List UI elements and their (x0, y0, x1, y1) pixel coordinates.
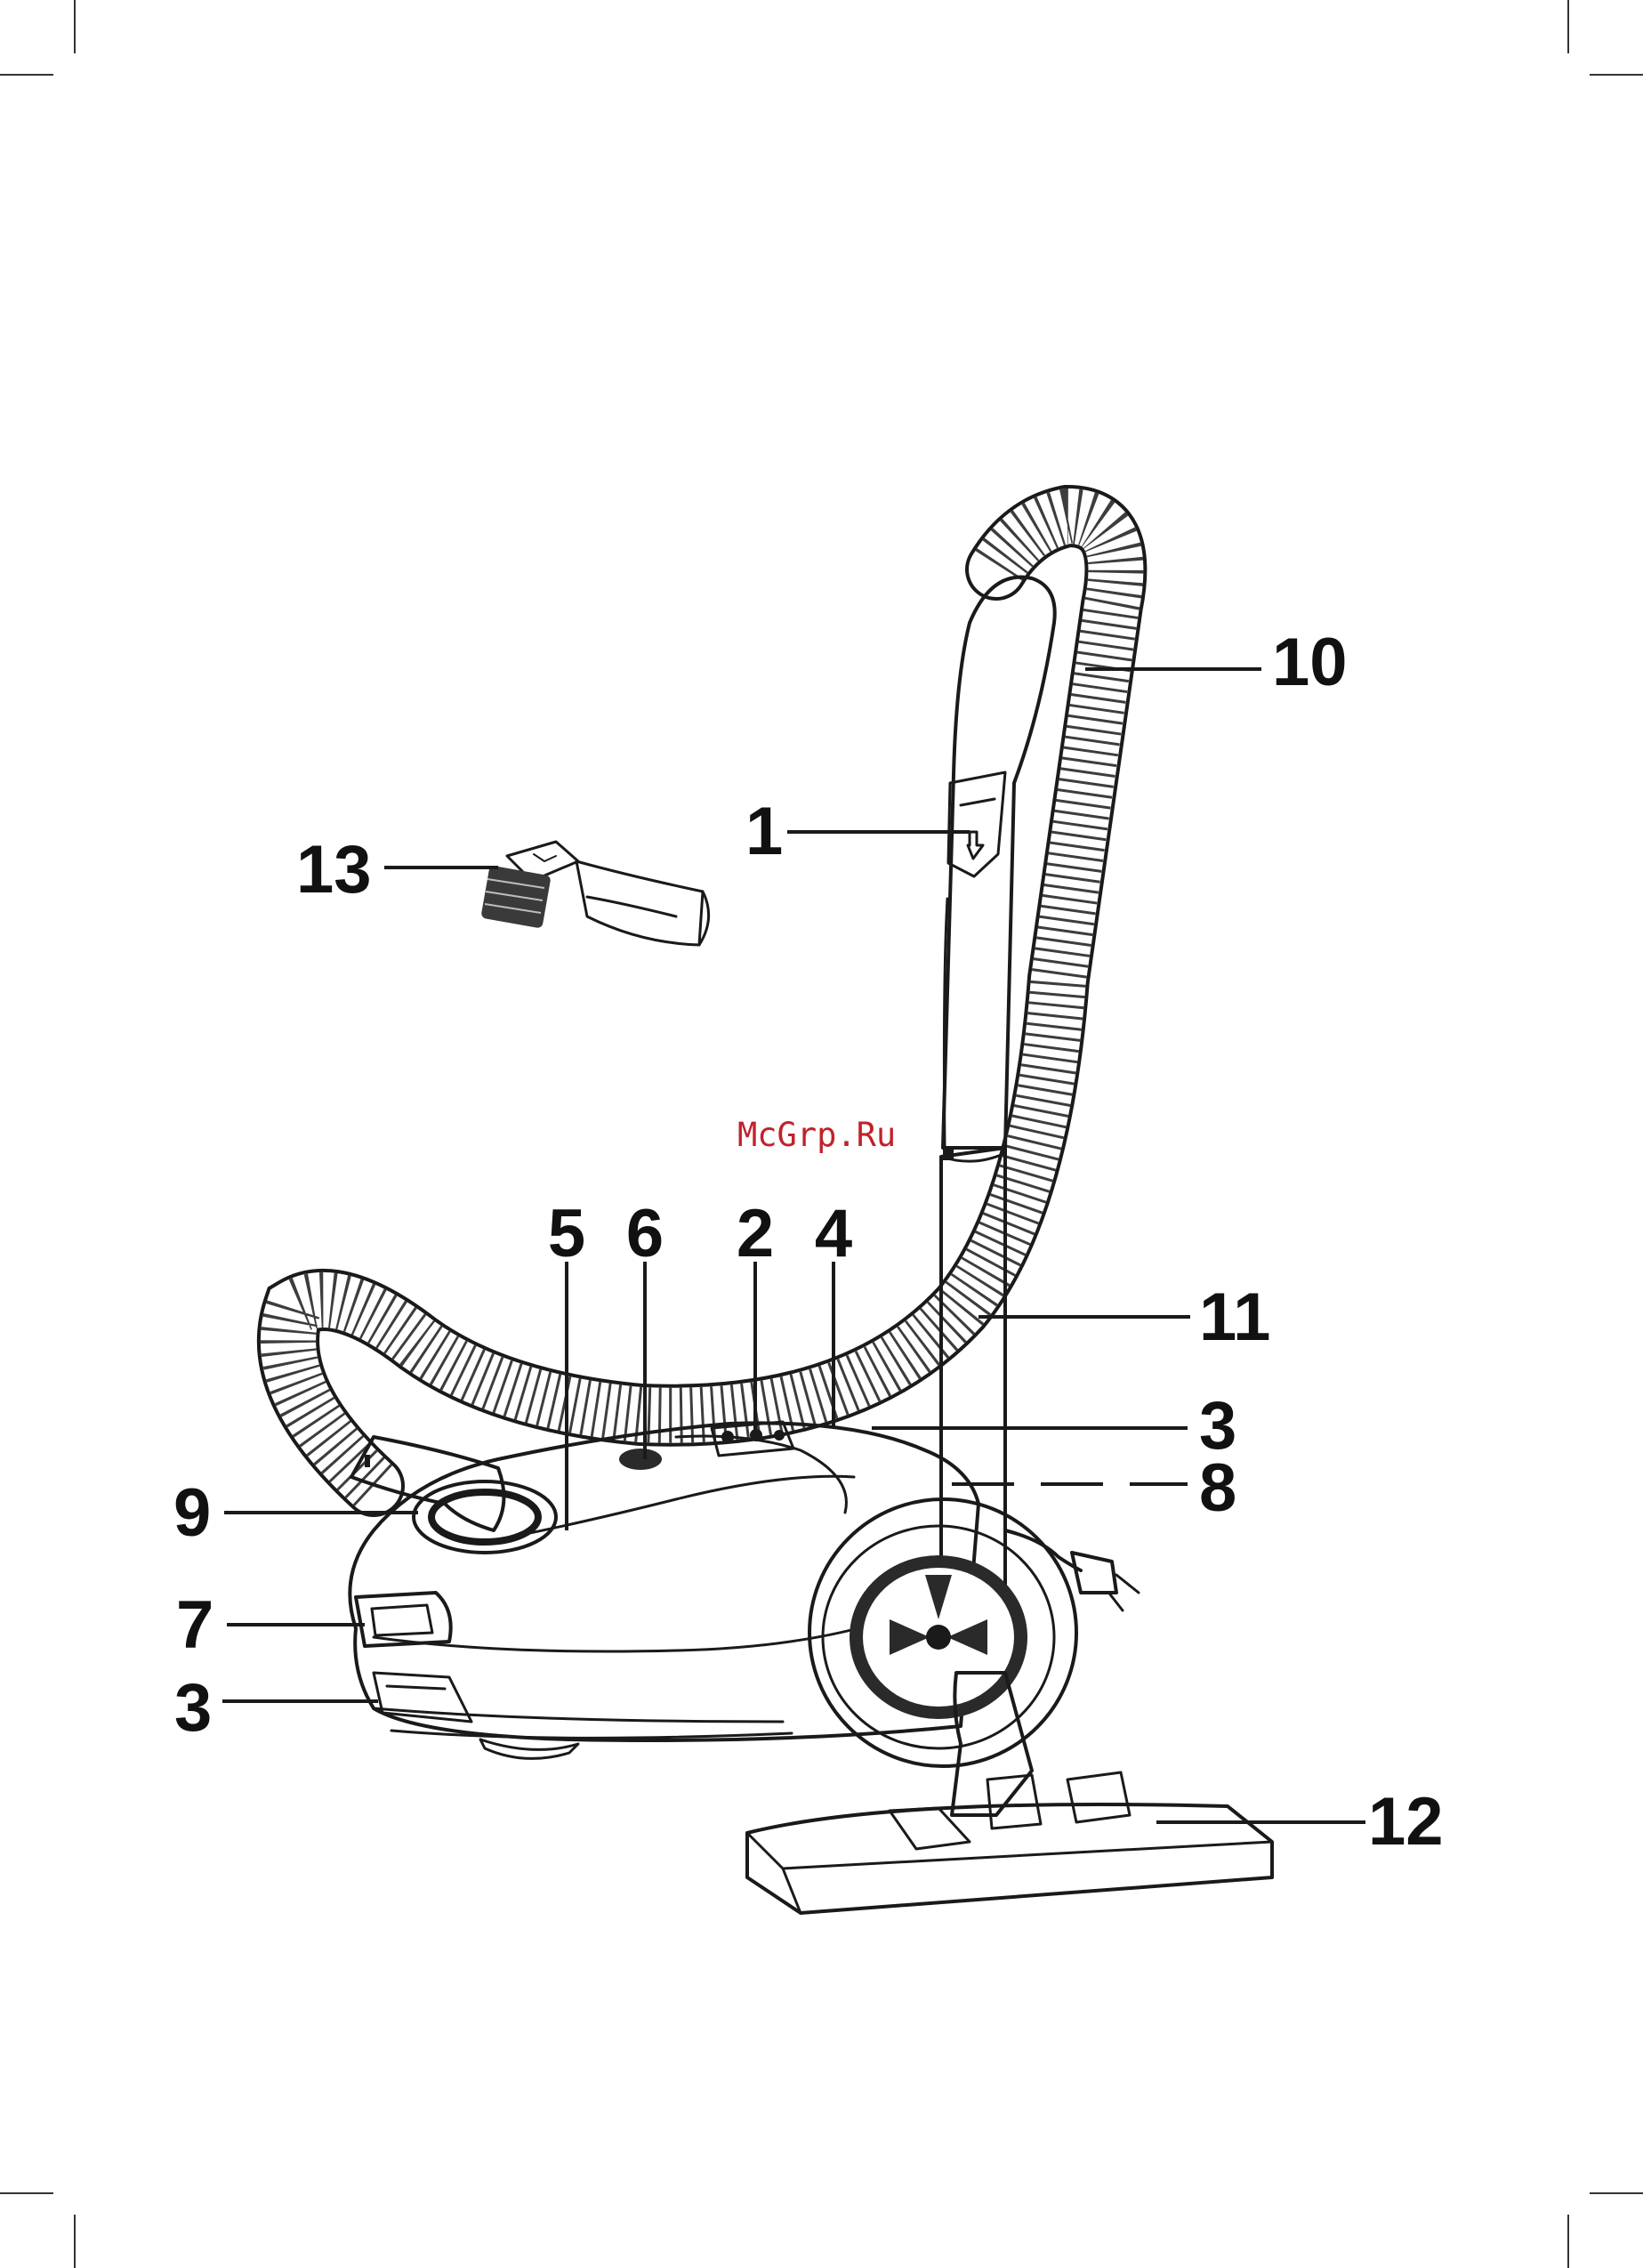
callout-2: 2 (737, 1196, 774, 1271)
callout-5: 5 (548, 1196, 585, 1271)
watermark-text: McGrp.Ru (737, 1116, 896, 1154)
callout-labels: 1 10 13 5 6 2 4 11 3 8 9 7 3 12 (173, 625, 1444, 1860)
callout-10: 10 (1272, 625, 1348, 700)
callout-11: 11 (1199, 1279, 1270, 1355)
callout-7: 7 (176, 1587, 213, 1663)
callout-8: 8 (1199, 1450, 1236, 1526)
callout-12: 12 (1368, 1784, 1444, 1860)
brush-attachment-drawing (480, 842, 708, 945)
callout-9: 9 (173, 1475, 211, 1551)
callout-6: 6 (626, 1196, 664, 1271)
floor-nozzle-drawing (747, 1673, 1272, 1913)
hose-drawing (288, 516, 1115, 1486)
callout-3-left: 3 (174, 1670, 212, 1746)
callout-13: 13 (296, 832, 372, 908)
callout-1: 1 (745, 794, 783, 869)
callout-4: 4 (815, 1196, 852, 1271)
leader-lines (222, 669, 1365, 1822)
